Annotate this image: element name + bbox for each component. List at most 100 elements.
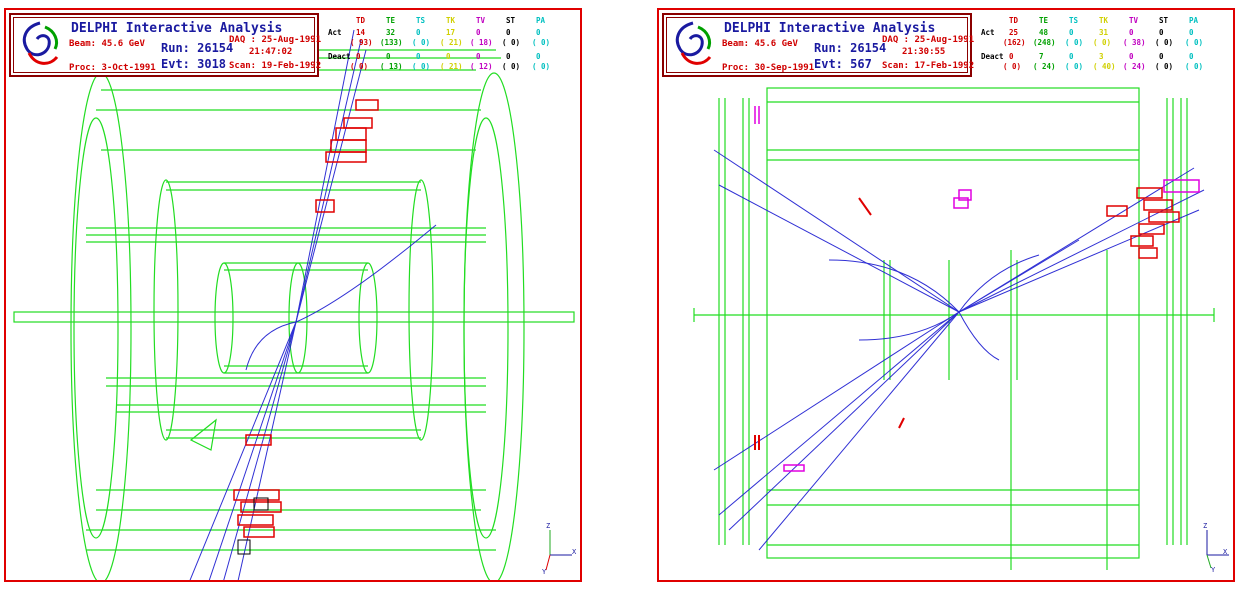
stat-cell: ( 0)	[1065, 62, 1084, 71]
run-number: Run: 26154	[814, 41, 887, 55]
stat-cell: (248)	[1033, 38, 1056, 47]
daq-time: 21:47:02	[249, 47, 293, 57]
row-label-deact: Deact	[328, 52, 351, 61]
stat-cell: 17	[446, 28, 456, 37]
event-header: DELPHI Interactive Analysis Beam: 45.6 G…	[9, 13, 322, 77]
app-title: DELPHI Interactive Analysis	[724, 21, 936, 36]
stat-cell: ( 21)	[440, 62, 463, 71]
stat-cell: 0	[356, 52, 361, 61]
stat-cell: 32	[386, 28, 396, 37]
stat-cell: 0	[1129, 28, 1134, 37]
detector-view-left	[13, 29, 575, 580]
axis-label-y: Y	[1211, 566, 1216, 574]
stat-cell: ( 18)	[470, 38, 493, 47]
stat-cell: ( 0)	[502, 62, 521, 71]
stat-cell: 0	[1159, 52, 1164, 61]
stat-cell: ( 0)	[502, 38, 521, 47]
stat-header: PA	[1189, 16, 1199, 25]
stat-header: TV	[476, 16, 486, 25]
daq-date: DAQ : 25-Aug-1991	[882, 35, 975, 45]
event-number: Evt: 567	[814, 57, 872, 71]
row-label-deact: Deact	[981, 52, 1004, 61]
event-header: DELPHI Interactive Analysis Beam: 45.6 G…	[662, 13, 975, 77]
stat-header: TK	[1099, 16, 1109, 25]
stat-cell: 7	[1039, 52, 1044, 61]
stat-cell: 0	[1129, 52, 1134, 61]
stat-cell: 31	[1099, 28, 1109, 37]
track-stats: Act Deact TD TE TS TK TV ST PA 14 32 0 1…	[324, 14, 580, 76]
stat-header: ST	[506, 16, 516, 25]
app-title: DELPHI Interactive Analysis	[71, 21, 283, 36]
stat-cell: 48	[1039, 28, 1049, 37]
axis-label-z: Z	[546, 522, 551, 530]
row-label-act: Act	[981, 28, 995, 37]
stat-cell: ( 24)	[1033, 62, 1056, 71]
event-display-right: DELPHI Interactive Analysis Beam: 45.6 G…	[657, 8, 1235, 582]
scan-date: Scan: 17-Feb-1992	[882, 61, 975, 71]
axis-label-z: Z	[1203, 522, 1208, 530]
stat-cell: ( 21)	[440, 38, 463, 47]
stat-cell: ( 0)	[1093, 38, 1112, 47]
stat-cell: ( 93)	[350, 38, 373, 47]
stat-header: PA	[536, 16, 546, 25]
stat-header: TS	[1069, 16, 1079, 25]
stat-cell: (133)	[380, 38, 403, 47]
stat-cell: ( 40)	[1093, 62, 1116, 71]
stat-cell: 14	[356, 28, 366, 37]
row-label-act: Act	[328, 28, 342, 37]
proc-date: Proc: 3-Oct-1991	[69, 63, 156, 73]
stat-cell: ( 0)	[1185, 38, 1204, 47]
stat-cell: 0	[1189, 28, 1194, 37]
event-number: Evt: 3018	[161, 57, 227, 71]
stat-cell: ( 13)	[380, 62, 403, 71]
stat-header: ST	[1159, 16, 1169, 25]
stat-cell: ( 0)	[532, 62, 551, 71]
stat-header: TD	[1009, 16, 1019, 25]
stat-cell: 0	[536, 28, 541, 37]
stat-cell: ( 0)	[350, 62, 369, 71]
delphi-logo-icon	[675, 21, 712, 65]
stat-cell: 0	[476, 52, 481, 61]
daq-date: DAQ : 25-Aug-1991	[229, 35, 322, 45]
stat-cell: 0	[416, 52, 421, 61]
stat-header: TK	[446, 16, 456, 25]
detector-view-right	[693, 87, 1215, 570]
stat-cell: 0	[1009, 52, 1014, 61]
stat-cell: 0	[536, 52, 541, 61]
stat-cell: ( 0)	[1155, 62, 1174, 71]
stat-cell: 0	[1159, 28, 1164, 37]
stat-cell: 0	[506, 28, 511, 37]
stat-cell: 0	[386, 52, 391, 61]
stat-header: TE	[386, 16, 396, 25]
proc-date: Proc: 30-Sep-1991	[722, 63, 815, 73]
scan-date: Scan: 19-Feb-1992	[229, 61, 322, 71]
stat-cell: 0	[1069, 52, 1074, 61]
track-stats: Act Deact TD TE TS TK TV ST PA 25 48 0 3…	[977, 14, 1233, 76]
stat-cell: 0	[446, 52, 451, 61]
axis-label-y: Y	[542, 568, 547, 576]
stat-cell: 0	[506, 52, 511, 61]
event-display-left: DELPHI Interactive Analysis Beam: 45.6 G…	[4, 8, 582, 582]
stat-cell: ( 0)	[1185, 62, 1204, 71]
stat-header: TS	[416, 16, 426, 25]
stat-header: TV	[1129, 16, 1139, 25]
stat-cell: ( 12)	[470, 62, 493, 71]
daq-time: 21:30:55	[902, 47, 946, 57]
beam-energy: Beam: 45.6 GeV	[722, 39, 798, 49]
axis-label-x: X	[1223, 548, 1228, 556]
axis-label-x: X	[572, 548, 577, 556]
stat-header: TE	[1039, 16, 1049, 25]
stat-cell: ( 0)	[532, 38, 551, 47]
stat-cell: 0	[1069, 28, 1074, 37]
stat-cell: ( 0)	[412, 62, 431, 71]
stat-cell: 3	[1099, 52, 1104, 61]
stat-cell: ( 0)	[1155, 38, 1174, 47]
stat-cell: ( 38)	[1123, 38, 1146, 47]
stat-cell: ( 0)	[412, 38, 431, 47]
beam-energy: Beam: 45.6 GeV	[69, 39, 145, 49]
delphi-logo-icon	[22, 21, 59, 65]
stat-cell: ( 24)	[1123, 62, 1146, 71]
stat-cell: ( 0)	[1065, 38, 1084, 47]
stat-cell: 0	[416, 28, 421, 37]
stat-cell: 0	[476, 28, 481, 37]
